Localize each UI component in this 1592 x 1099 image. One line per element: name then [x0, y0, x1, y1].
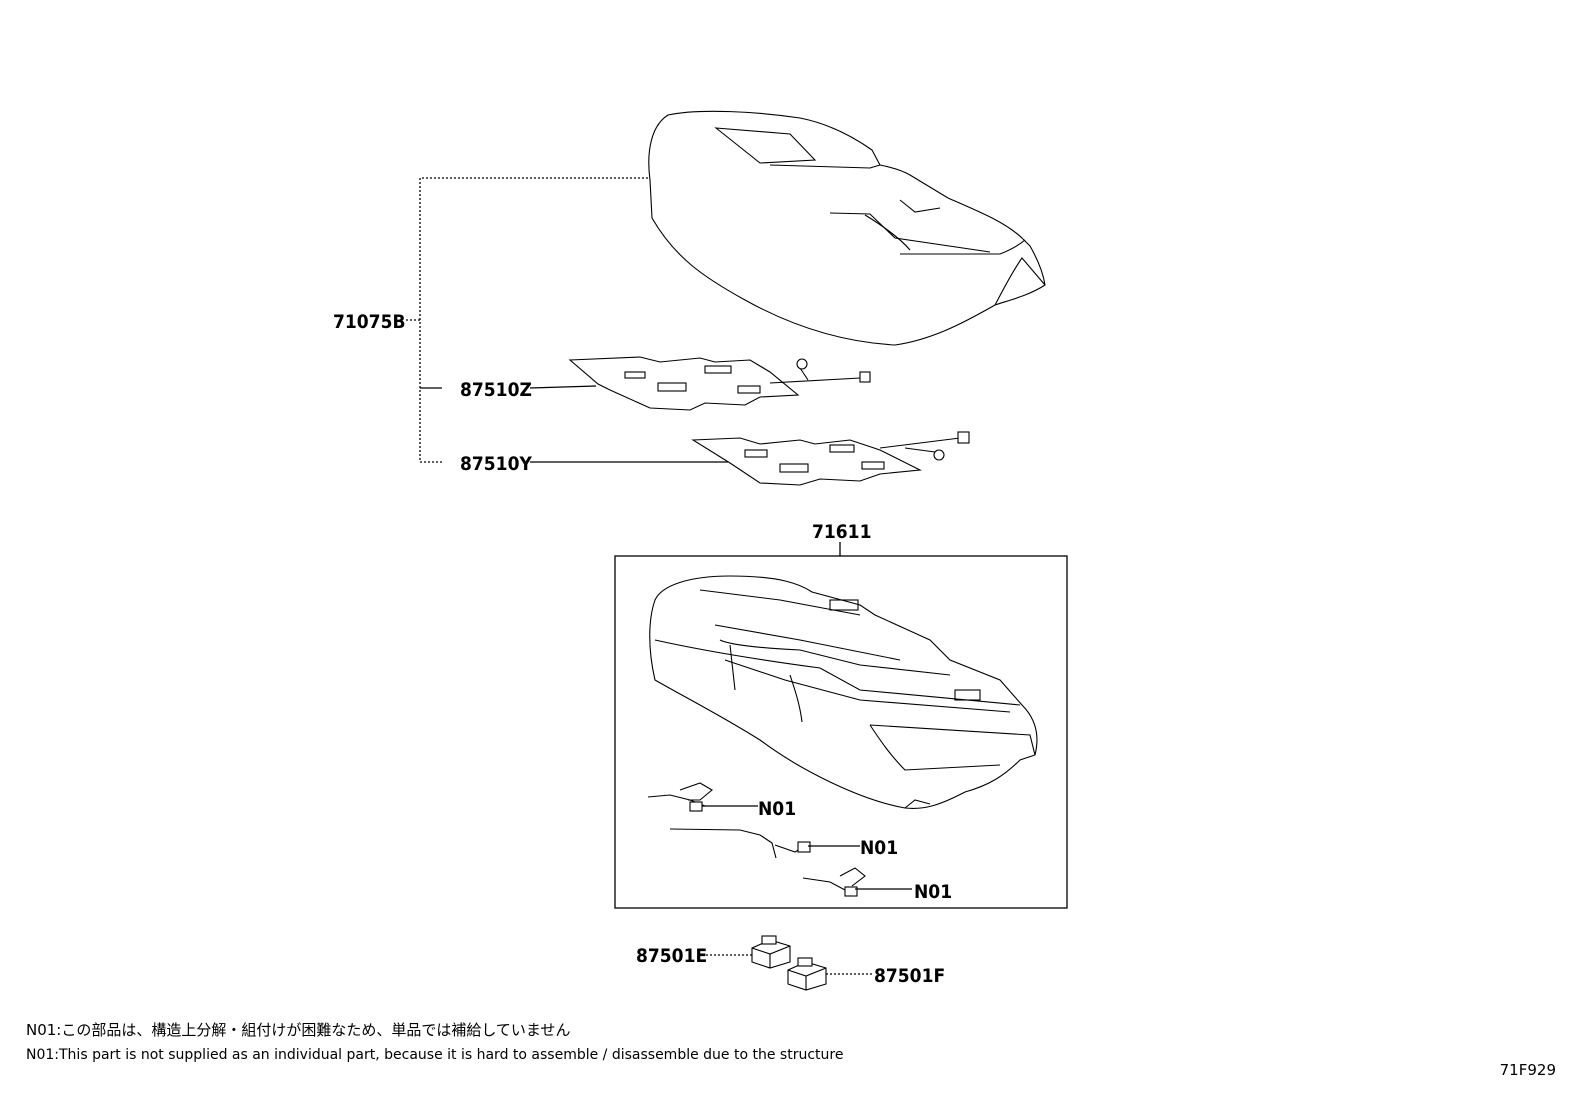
seat-cushion-assembly-drawing: [649, 575, 1038, 809]
label-wire-n01-1: N01: [758, 798, 796, 820]
leader-lines: [406, 177, 912, 975]
label-clip-f: 87501F: [874, 965, 945, 987]
note-english: N01:This part is not supplied as an indi…: [26, 1047, 844, 1063]
heater-element-z-drawing: [568, 356, 871, 411]
label-heater-element-z: 87510Z: [460, 379, 532, 401]
label-wire-n01-2: N01: [860, 837, 898, 859]
label-seat-cushion-cover: 71075B: [333, 311, 406, 333]
label-heater-element-y: 87510Y: [460, 453, 532, 475]
label-seat-cushion-assembly: 71611: [812, 521, 871, 543]
wire-harness-1-drawing: [647, 782, 713, 812]
seat-cushion-assembly-frame: [614, 555, 1068, 909]
label-wire-n01-3: N01: [914, 881, 952, 903]
label-clip-e: 87501E: [636, 945, 707, 967]
wire-harness-2-drawing: [669, 828, 811, 859]
clip-f-drawing: [787, 957, 827, 991]
clip-e-drawing: [751, 935, 791, 969]
drawing-id: 71F929: [1499, 1061, 1556, 1079]
note-japanese: N01:この部品は、構造上分解・組付けが困難なため、単品では補給していません: [26, 1021, 571, 1039]
seat-cushion-cover-drawing: [648, 110, 1046, 346]
wire-harness-3-drawing: [802, 867, 866, 897]
heater-element-y-drawing: [691, 431, 970, 486]
